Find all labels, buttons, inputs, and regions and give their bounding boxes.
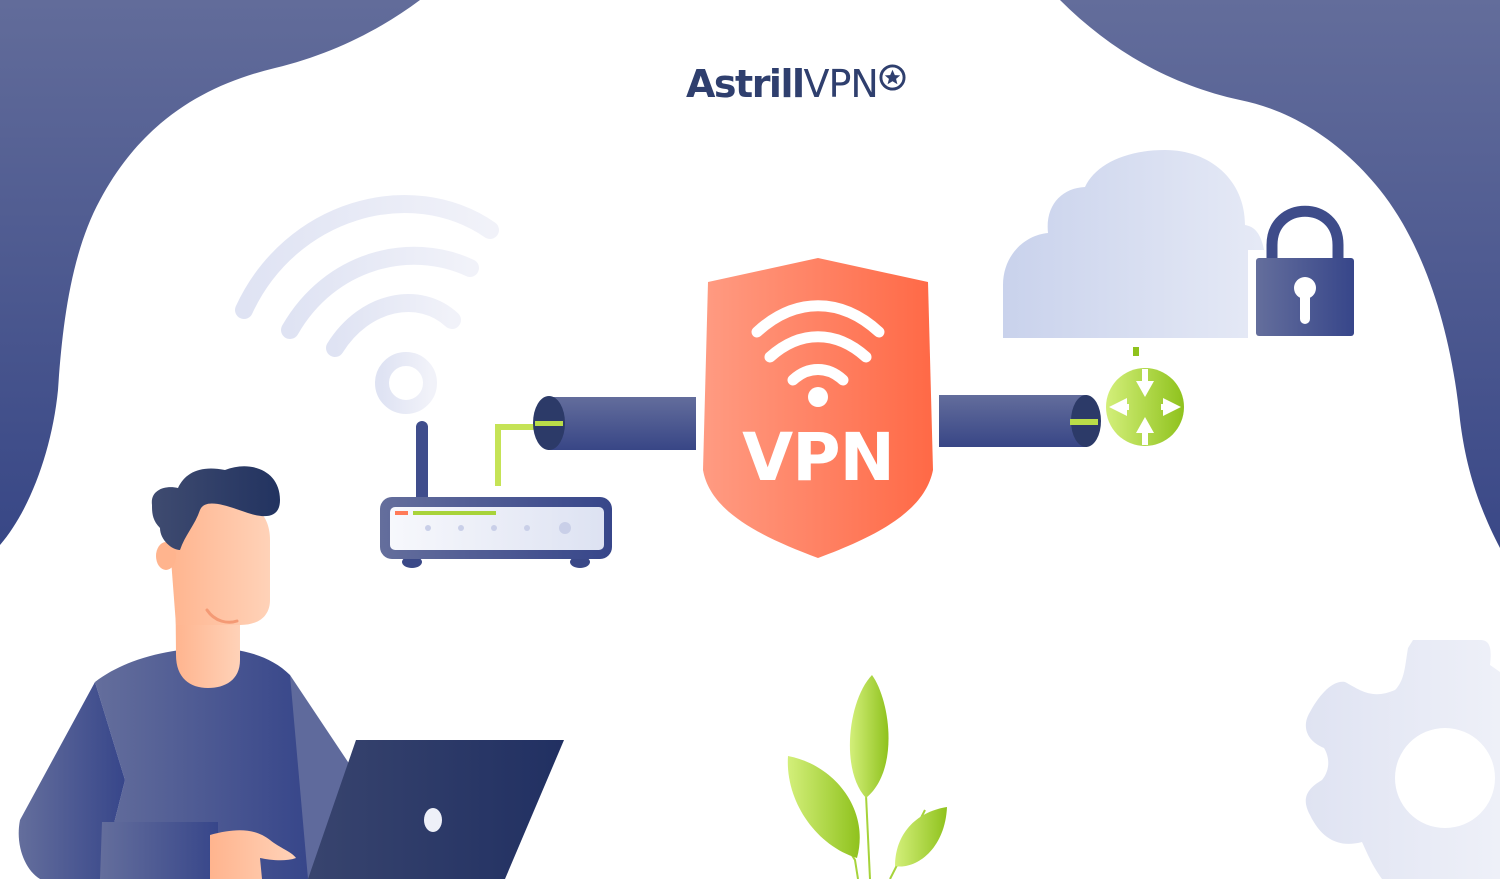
gear-icon: [1305, 640, 1500, 879]
background-blob-left: [0, 0, 420, 545]
vpn-shield-label: VPN: [742, 419, 895, 496]
vpn-shield: [703, 258, 933, 558]
brand-logo: Astrill VPN: [686, 62, 906, 106]
person-with-laptop: [18, 466, 564, 879]
brand-name-bold: Astrill: [686, 62, 805, 106]
tunnel-pipe-left: [533, 396, 696, 450]
padlock-icon: [1248, 205, 1360, 345]
cloud: [1003, 150, 1269, 338]
plant-leaves: [787, 675, 947, 880]
tunnel-pipe-right: [939, 395, 1101, 447]
background-blob-right: [1060, 0, 1500, 548]
network-switch-icon: [1104, 347, 1186, 448]
star-badge-icon: [879, 64, 906, 91]
router: [380, 421, 612, 568]
brand-name-light: VPN: [803, 62, 879, 106]
wifi-icon: [751, 300, 885, 386]
wifi-signal-icon: [235, 195, 499, 414]
wifi-dot: [808, 387, 828, 407]
